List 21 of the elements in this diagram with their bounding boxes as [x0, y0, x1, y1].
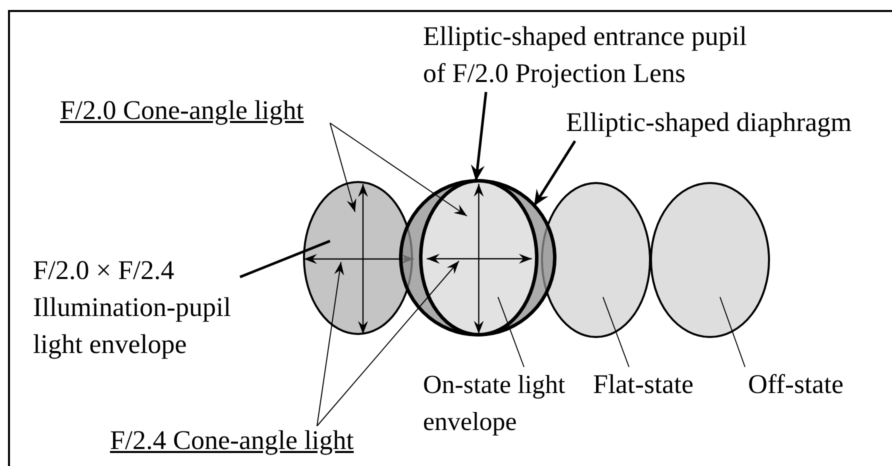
callout-label: F/2.4 Cone-angle light [110, 425, 354, 455]
leader-line [720, 296, 746, 368]
light-envelope-ellipse [650, 182, 770, 338]
leader-line [498, 296, 524, 368]
callout-label: F/2.0 × F/2.4 Illumination-pupil light envelope [33, 252, 261, 363]
callout-label: Elliptic-shaped entrance pupil of F/2.0 Projection Lens [423, 18, 763, 92]
leader-line [316, 260, 460, 426]
leader-line [602, 296, 630, 368]
leader-line [470, 92, 488, 182]
callout-label: On-state light envelope [423, 366, 568, 440]
callout-label: Flat-state [593, 366, 694, 403]
leader-line [316, 262, 344, 426]
leader-line [240, 240, 330, 278]
diaphragm-circle [399, 179, 557, 337]
leader-line [330, 122, 356, 212]
leader-line [330, 122, 468, 216]
entrance-pupil-ellipse [421, 181, 537, 335]
callout-label: Off-state [748, 366, 844, 403]
callout-label: F/2.0 Cone-angle light [60, 96, 304, 124]
leader-line [532, 140, 576, 207]
callout-label: Elliptic-shaped diaphragm [566, 104, 852, 141]
